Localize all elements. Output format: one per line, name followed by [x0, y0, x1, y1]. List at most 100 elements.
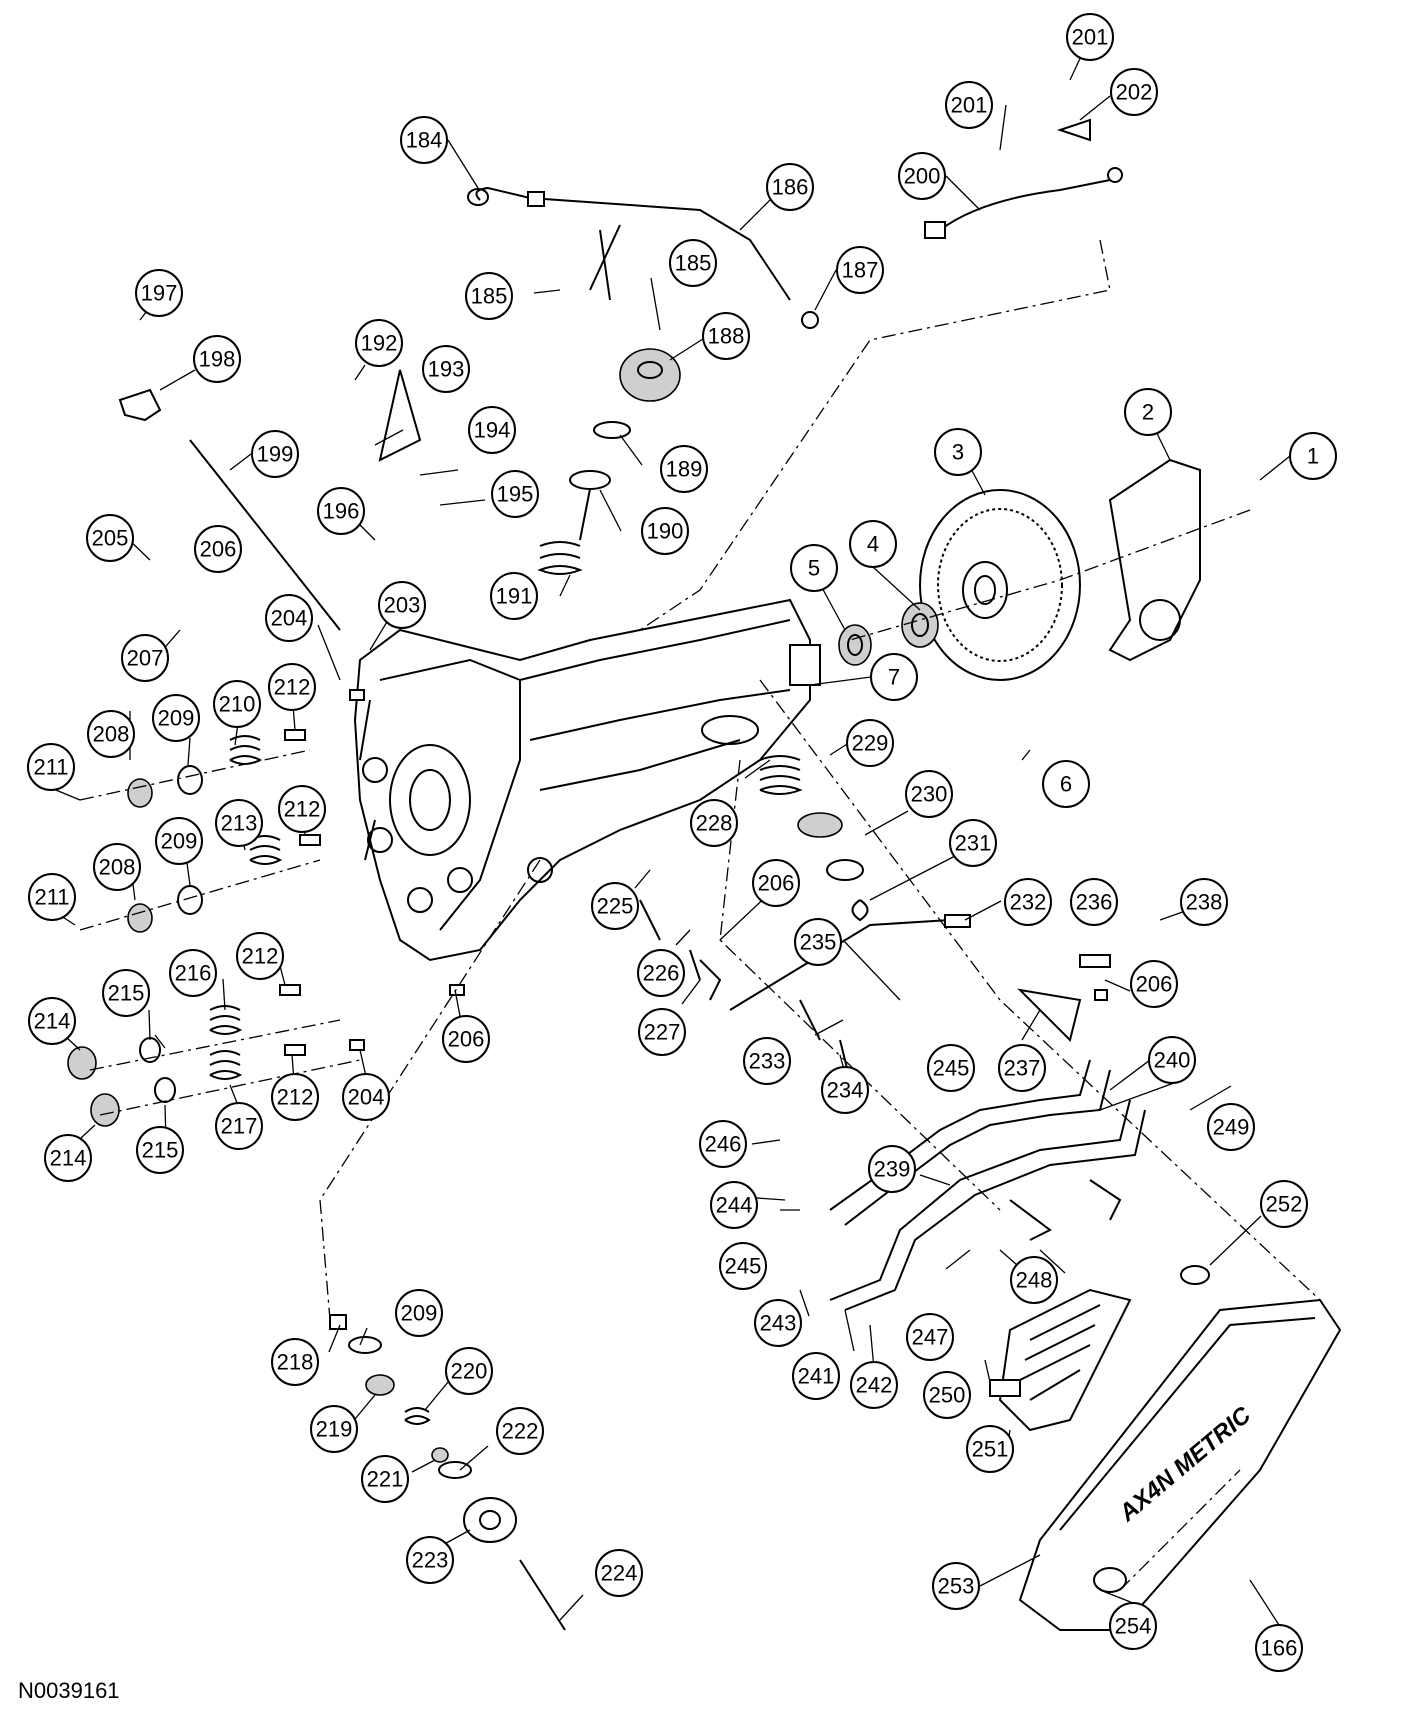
callout-233: 233: [743, 1037, 791, 1085]
callout-204-bottom: 204: [342, 1073, 390, 1121]
callout-236: 236: [1070, 878, 1118, 926]
svg-text:221: 221: [367, 1467, 404, 1492]
callout-208-bottom: 208: [93, 843, 141, 891]
callout-203: 203: [378, 581, 426, 629]
callout-230: 230: [905, 770, 953, 818]
svg-text:188: 188: [708, 324, 745, 349]
callout-211-top: 211: [27, 743, 75, 791]
svg-text:234: 234: [827, 1078, 864, 1103]
torque-converter: [919, 489, 1081, 681]
svg-text:219: 219: [316, 1417, 353, 1442]
accumulator-parts: [329, 1314, 566, 1631]
callout-188: 188: [702, 312, 750, 360]
callout-191: 191: [490, 572, 538, 620]
callout-222: 222: [496, 1407, 544, 1455]
servo-oring: [593, 421, 631, 439]
svg-text:185: 185: [675, 251, 712, 276]
svg-text:196: 196: [323, 499, 360, 524]
svg-text:209: 209: [401, 1301, 438, 1326]
callout-185-right: 185: [669, 239, 717, 287]
callout-219: 219: [310, 1405, 358, 1453]
svg-text:204: 204: [348, 1085, 385, 1110]
callout-235: 235: [794, 918, 842, 966]
callout-226: 226: [637, 949, 685, 997]
transmission-case: [353, 598, 821, 962]
svg-text:205: 205: [92, 526, 129, 551]
svg-text:208: 208: [93, 722, 130, 747]
drawing-id: N0039161: [18, 1678, 120, 1703]
callout-223: 223: [406, 1536, 454, 1584]
callout-247: 247: [906, 1313, 954, 1361]
callout-206-left: 206: [194, 525, 242, 573]
svg-text:204: 204: [271, 606, 308, 631]
svg-text:232: 232: [1010, 890, 1047, 915]
callout-245-upper: 245: [927, 1044, 975, 1092]
svg-text:200: 200: [904, 164, 941, 189]
svg-text:184: 184: [406, 128, 443, 153]
callout-212-4: 212: [271, 1073, 319, 1121]
callout-199: 199: [251, 430, 299, 478]
callout-166: 166: [1255, 1624, 1303, 1672]
svg-text:212: 212: [242, 944, 279, 969]
callout-208-top: 208: [87, 710, 135, 758]
svg-text:235: 235: [800, 930, 837, 955]
svg-text:207: 207: [127, 646, 164, 671]
callout-225: 225: [591, 882, 639, 930]
callout-217: 217: [215, 1102, 263, 1150]
callout-240: 240: [1148, 1036, 1196, 1084]
svg-text:230: 230: [911, 782, 948, 807]
svg-text:6: 6: [1060, 772, 1072, 797]
svg-text:195: 195: [497, 482, 534, 507]
callouts: 1 2 3 4 5 6 7 166 184 185 185 186 187 18…: [27, 13, 1337, 1672]
leader-lines: [50, 36, 1291, 1626]
callout-198: 198: [193, 335, 241, 383]
svg-text:229: 229: [852, 731, 889, 756]
svg-text:197: 197: [141, 281, 178, 306]
svg-text:209: 209: [158, 706, 195, 731]
callout-202: 202: [1110, 68, 1158, 116]
svg-text:215: 215: [142, 1138, 179, 1163]
converter-shield: [1108, 458, 1201, 662]
svg-text:227: 227: [644, 1020, 681, 1045]
callout-250: 250: [923, 1371, 971, 1419]
callout-1: 1: [1289, 432, 1337, 480]
callout-243: 243: [754, 1299, 802, 1347]
dipstick-assembly: [467, 186, 819, 329]
svg-text:202: 202: [1116, 80, 1153, 105]
svg-text:247: 247: [912, 1325, 949, 1350]
callout-251: 251: [966, 1425, 1014, 1473]
svg-text:212: 212: [284, 797, 321, 822]
svg-text:237: 237: [1004, 1056, 1041, 1081]
callout-212-1: 212: [268, 663, 316, 711]
callout-205: 205: [86, 514, 134, 562]
svg-text:228: 228: [696, 811, 733, 836]
svg-text:191: 191: [496, 584, 533, 609]
callout-246: 246: [699, 1120, 747, 1168]
front-seal: [901, 602, 939, 648]
svg-text:214: 214: [50, 1146, 87, 1171]
callout-215-top: 215: [102, 969, 150, 1017]
callout-209-mid: 209: [155, 817, 203, 865]
callout-204-top: 204: [265, 594, 313, 642]
callout-239: 239: [868, 1145, 916, 1193]
svg-text:211: 211: [34, 885, 69, 910]
callout-209-bottom: 209: [395, 1289, 443, 1337]
svg-text:187: 187: [842, 258, 879, 283]
callout-197: 197: [135, 269, 183, 317]
svg-text:249: 249: [1213, 1115, 1250, 1140]
callout-220: 220: [445, 1347, 493, 1395]
svg-text:212: 212: [274, 675, 311, 700]
svg-text:246: 246: [705, 1132, 742, 1157]
callout-210: 210: [213, 680, 261, 728]
svg-text:212: 212: [277, 1085, 314, 1110]
callout-200: 200: [898, 152, 946, 200]
svg-text:210: 210: [219, 692, 256, 717]
callout-254: 254: [1109, 1602, 1157, 1650]
svg-text:253: 253: [938, 1574, 975, 1599]
callout-206-center: 206: [752, 859, 800, 907]
svg-text:250: 250: [929, 1383, 966, 1408]
oil-pan: AX4N METRIC: [1018, 1298, 1342, 1631]
callout-5: 5: [790, 544, 838, 592]
svg-text:186: 186: [772, 175, 809, 200]
